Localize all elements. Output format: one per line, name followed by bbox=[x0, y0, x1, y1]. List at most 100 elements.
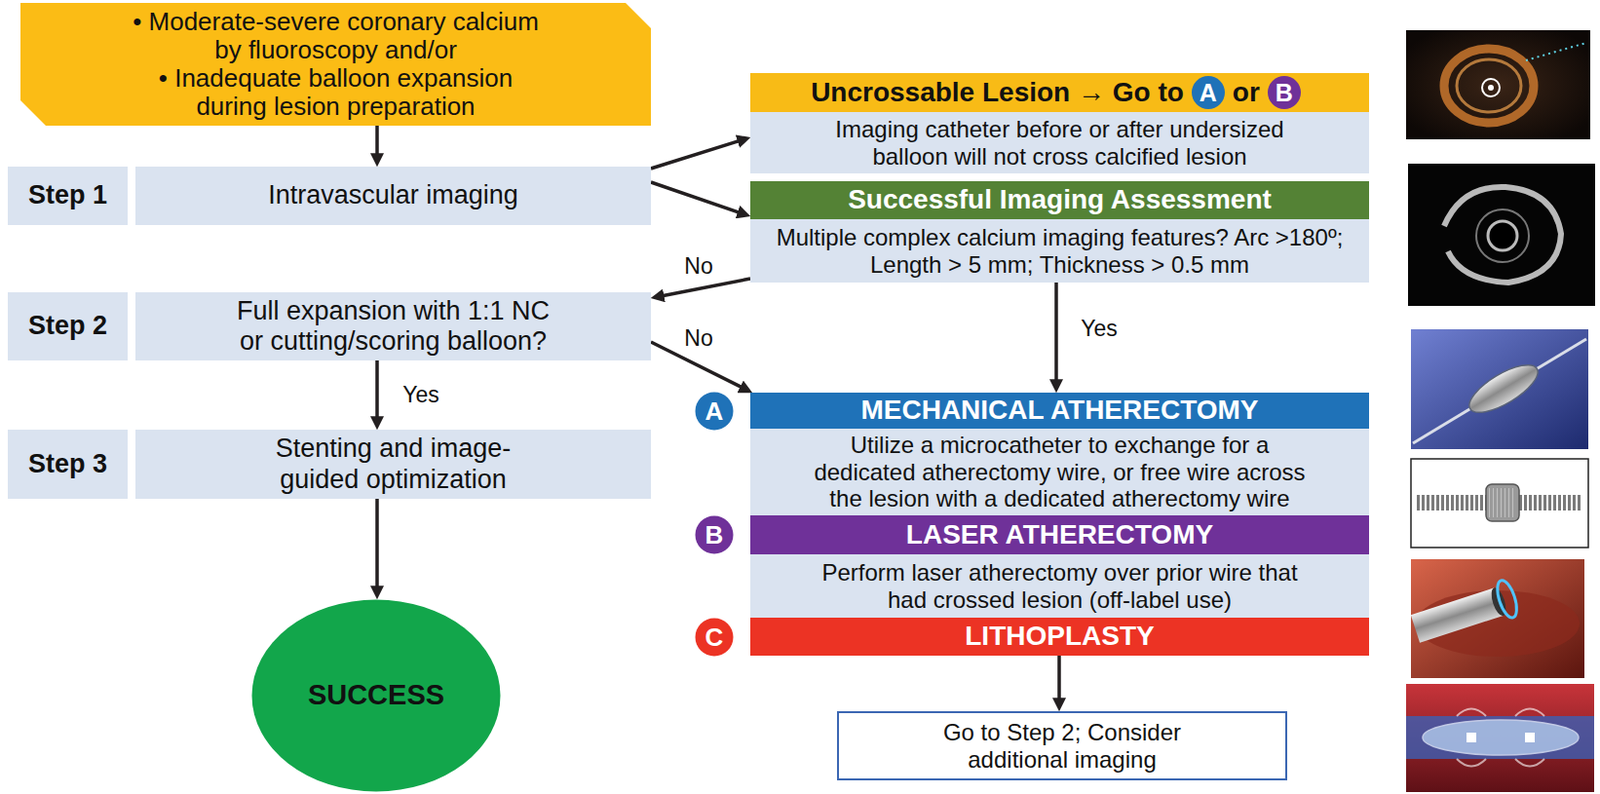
edge-label: No bbox=[681, 254, 716, 279]
therapy-panel: LITHOPLASTY bbox=[750, 617, 1370, 656]
balloon-ground bbox=[1410, 329, 1589, 450]
laser-glow bbox=[1493, 577, 1522, 620]
outcome-text: SUCCESS bbox=[307, 679, 445, 712]
oct-catheter-core bbox=[1487, 84, 1494, 91]
litho-shockwave bbox=[1456, 709, 1545, 767]
laser-catheter bbox=[1409, 577, 1521, 648]
box-section: Utilize a microcatheter to exchange for … bbox=[750, 428, 1370, 516]
laser-catheter-body bbox=[1410, 587, 1504, 643]
oct-calcium-ring bbox=[1444, 48, 1534, 123]
body-text: Multiple complex calcium imaging feature… bbox=[761, 224, 1359, 278]
box-section: SUCCESS bbox=[251, 599, 501, 793]
flow-arrow bbox=[375, 125, 380, 154]
process-box: Intravascular imaging bbox=[135, 166, 651, 226]
badge-circle: C bbox=[694, 617, 734, 657]
ellipse-shape bbox=[695, 516, 734, 555]
success-ellipse: SUCCESS bbox=[251, 599, 501, 793]
box-section: Perform laser atherectomy over prior wir… bbox=[750, 554, 1370, 618]
box-section: Go to Step 2; Consider additional imagin… bbox=[838, 713, 1286, 779]
box-section: • Moderate-severe coronary calcium by fl… bbox=[20, 2, 651, 126]
process-text: Full expansion with 1:1 NC or cutting/sc… bbox=[227, 296, 559, 357]
box-section: Imaging catheter before or after undersi… bbox=[750, 112, 1370, 174]
oct-inner-ring bbox=[1456, 59, 1522, 113]
balloon-shaft bbox=[1412, 339, 1587, 444]
step-label: Step 3 bbox=[7, 429, 128, 499]
body-text: Go to Step 2; Consider additional imagin… bbox=[933, 719, 1191, 773]
box-section: LITHOPLASTY bbox=[750, 617, 1370, 656]
badge-circle: B bbox=[694, 515, 734, 555]
step-label-text: Step 2 bbox=[28, 310, 108, 342]
box-section: Successful Imaging Assessment bbox=[750, 181, 1370, 220]
litho-lumen bbox=[1406, 716, 1595, 760]
body-text: Utilize a microcatheter to exchange for … bbox=[809, 431, 1311, 513]
flow-arrow bbox=[1054, 282, 1059, 381]
laser-ground bbox=[1410, 559, 1585, 679]
flow-arrow bbox=[375, 360, 380, 418]
litho-emitter bbox=[1466, 732, 1477, 743]
flow-arrow bbox=[375, 498, 380, 587]
burr-head bbox=[1485, 484, 1520, 522]
ivus-lumen-ring bbox=[1476, 209, 1529, 263]
edge-label: Yes bbox=[1077, 316, 1121, 342]
process-box: Stenting and image-guided optimization bbox=[135, 429, 651, 499]
box-section: A bbox=[694, 391, 734, 431]
edge-label: No bbox=[681, 326, 716, 351]
badge-letter: B bbox=[705, 522, 724, 548]
header-text: Successful Imaging Assessment bbox=[847, 184, 1272, 216]
edge-label: Yes bbox=[399, 382, 443, 408]
laser-image bbox=[1409, 559, 1585, 679]
ivus-catheter bbox=[1487, 221, 1518, 251]
box-section: Intravascular imaging bbox=[135, 166, 651, 226]
burr-ground bbox=[1410, 458, 1589, 548]
bullet-text: • Moderate-severe coronary calcium by fl… bbox=[126, 7, 545, 65]
flow-arrow bbox=[1057, 655, 1062, 699]
box-section: B bbox=[694, 515, 734, 555]
flow-arrow bbox=[650, 182, 739, 213]
burr-diamond-coat bbox=[1488, 488, 1517, 518]
therapy-panel: MECHANICAL ATHERECTOMY Utilize a microcat… bbox=[750, 392, 1370, 516]
badge-letter: A bbox=[1191, 76, 1225, 110]
header-text: or bbox=[1232, 76, 1260, 109]
body-text: Imaging catheter before or after undersi… bbox=[809, 115, 1311, 170]
return-box: Go to Step 2; Consider additional imagin… bbox=[837, 711, 1288, 781]
step-label: Step 1 bbox=[7, 166, 128, 226]
lithotripsy-image bbox=[1406, 684, 1595, 793]
bullet-text: • Inadequate balloon expansion during le… bbox=[126, 64, 545, 121]
box-section: Step 3 bbox=[7, 429, 128, 499]
box-section: Step 1 bbox=[7, 166, 128, 226]
box-section: Stenting and image-guided optimization bbox=[135, 429, 651, 499]
header-text: LASER ATHERECTOMY bbox=[906, 519, 1214, 551]
header-text: Uncrossable Lesion → Go to bbox=[810, 76, 1184, 109]
box-section: C bbox=[694, 617, 734, 657]
option-panel: Uncrossable Lesion → Go toAorB Imaging ca… bbox=[750, 73, 1370, 174]
burr-image bbox=[1410, 458, 1589, 548]
litho-emitter bbox=[1524, 732, 1535, 743]
balloon-image bbox=[1410, 329, 1589, 450]
ellipse-shape bbox=[695, 391, 734, 430]
oct-image bbox=[1406, 30, 1591, 140]
process-text: Stenting and image-guided optimization bbox=[240, 433, 546, 495]
flow-arrow bbox=[663, 278, 751, 296]
process-text: Intravascular imaging bbox=[267, 180, 519, 211]
litho-ground bbox=[1406, 684, 1595, 793]
litho-balloon bbox=[1422, 720, 1579, 756]
decision-box: Full expansion with 1:1 NC or cutting/sc… bbox=[135, 292, 651, 361]
oct-ground bbox=[1406, 30, 1591, 140]
ivus-image bbox=[1408, 163, 1596, 306]
ellipse-shape bbox=[252, 600, 501, 793]
balloon-body bbox=[1462, 356, 1545, 422]
box-section: Step 2 bbox=[7, 292, 128, 361]
box-section: MECHANICAL ATHERECTOMY bbox=[750, 392, 1370, 429]
ivus-ground bbox=[1408, 163, 1596, 306]
therapy-panel: LASER ATHERECTOMY Perform laser atherecto… bbox=[750, 515, 1370, 618]
body-text: Perform laser atherectomy over prior wir… bbox=[809, 559, 1311, 613]
ellipse-shape bbox=[695, 617, 734, 656]
header-text: MECHANICAL ATHERECTOMY bbox=[860, 394, 1258, 426]
badge-circle: A bbox=[694, 391, 734, 431]
badge-letter: C bbox=[705, 624, 724, 650]
header-text: LITHOPLASTY bbox=[964, 620, 1154, 652]
step-label-text: Step 3 bbox=[28, 449, 108, 480]
badge-letter: B bbox=[1267, 76, 1301, 110]
box-section: Multiple complex calcium imaging feature… bbox=[750, 219, 1370, 283]
